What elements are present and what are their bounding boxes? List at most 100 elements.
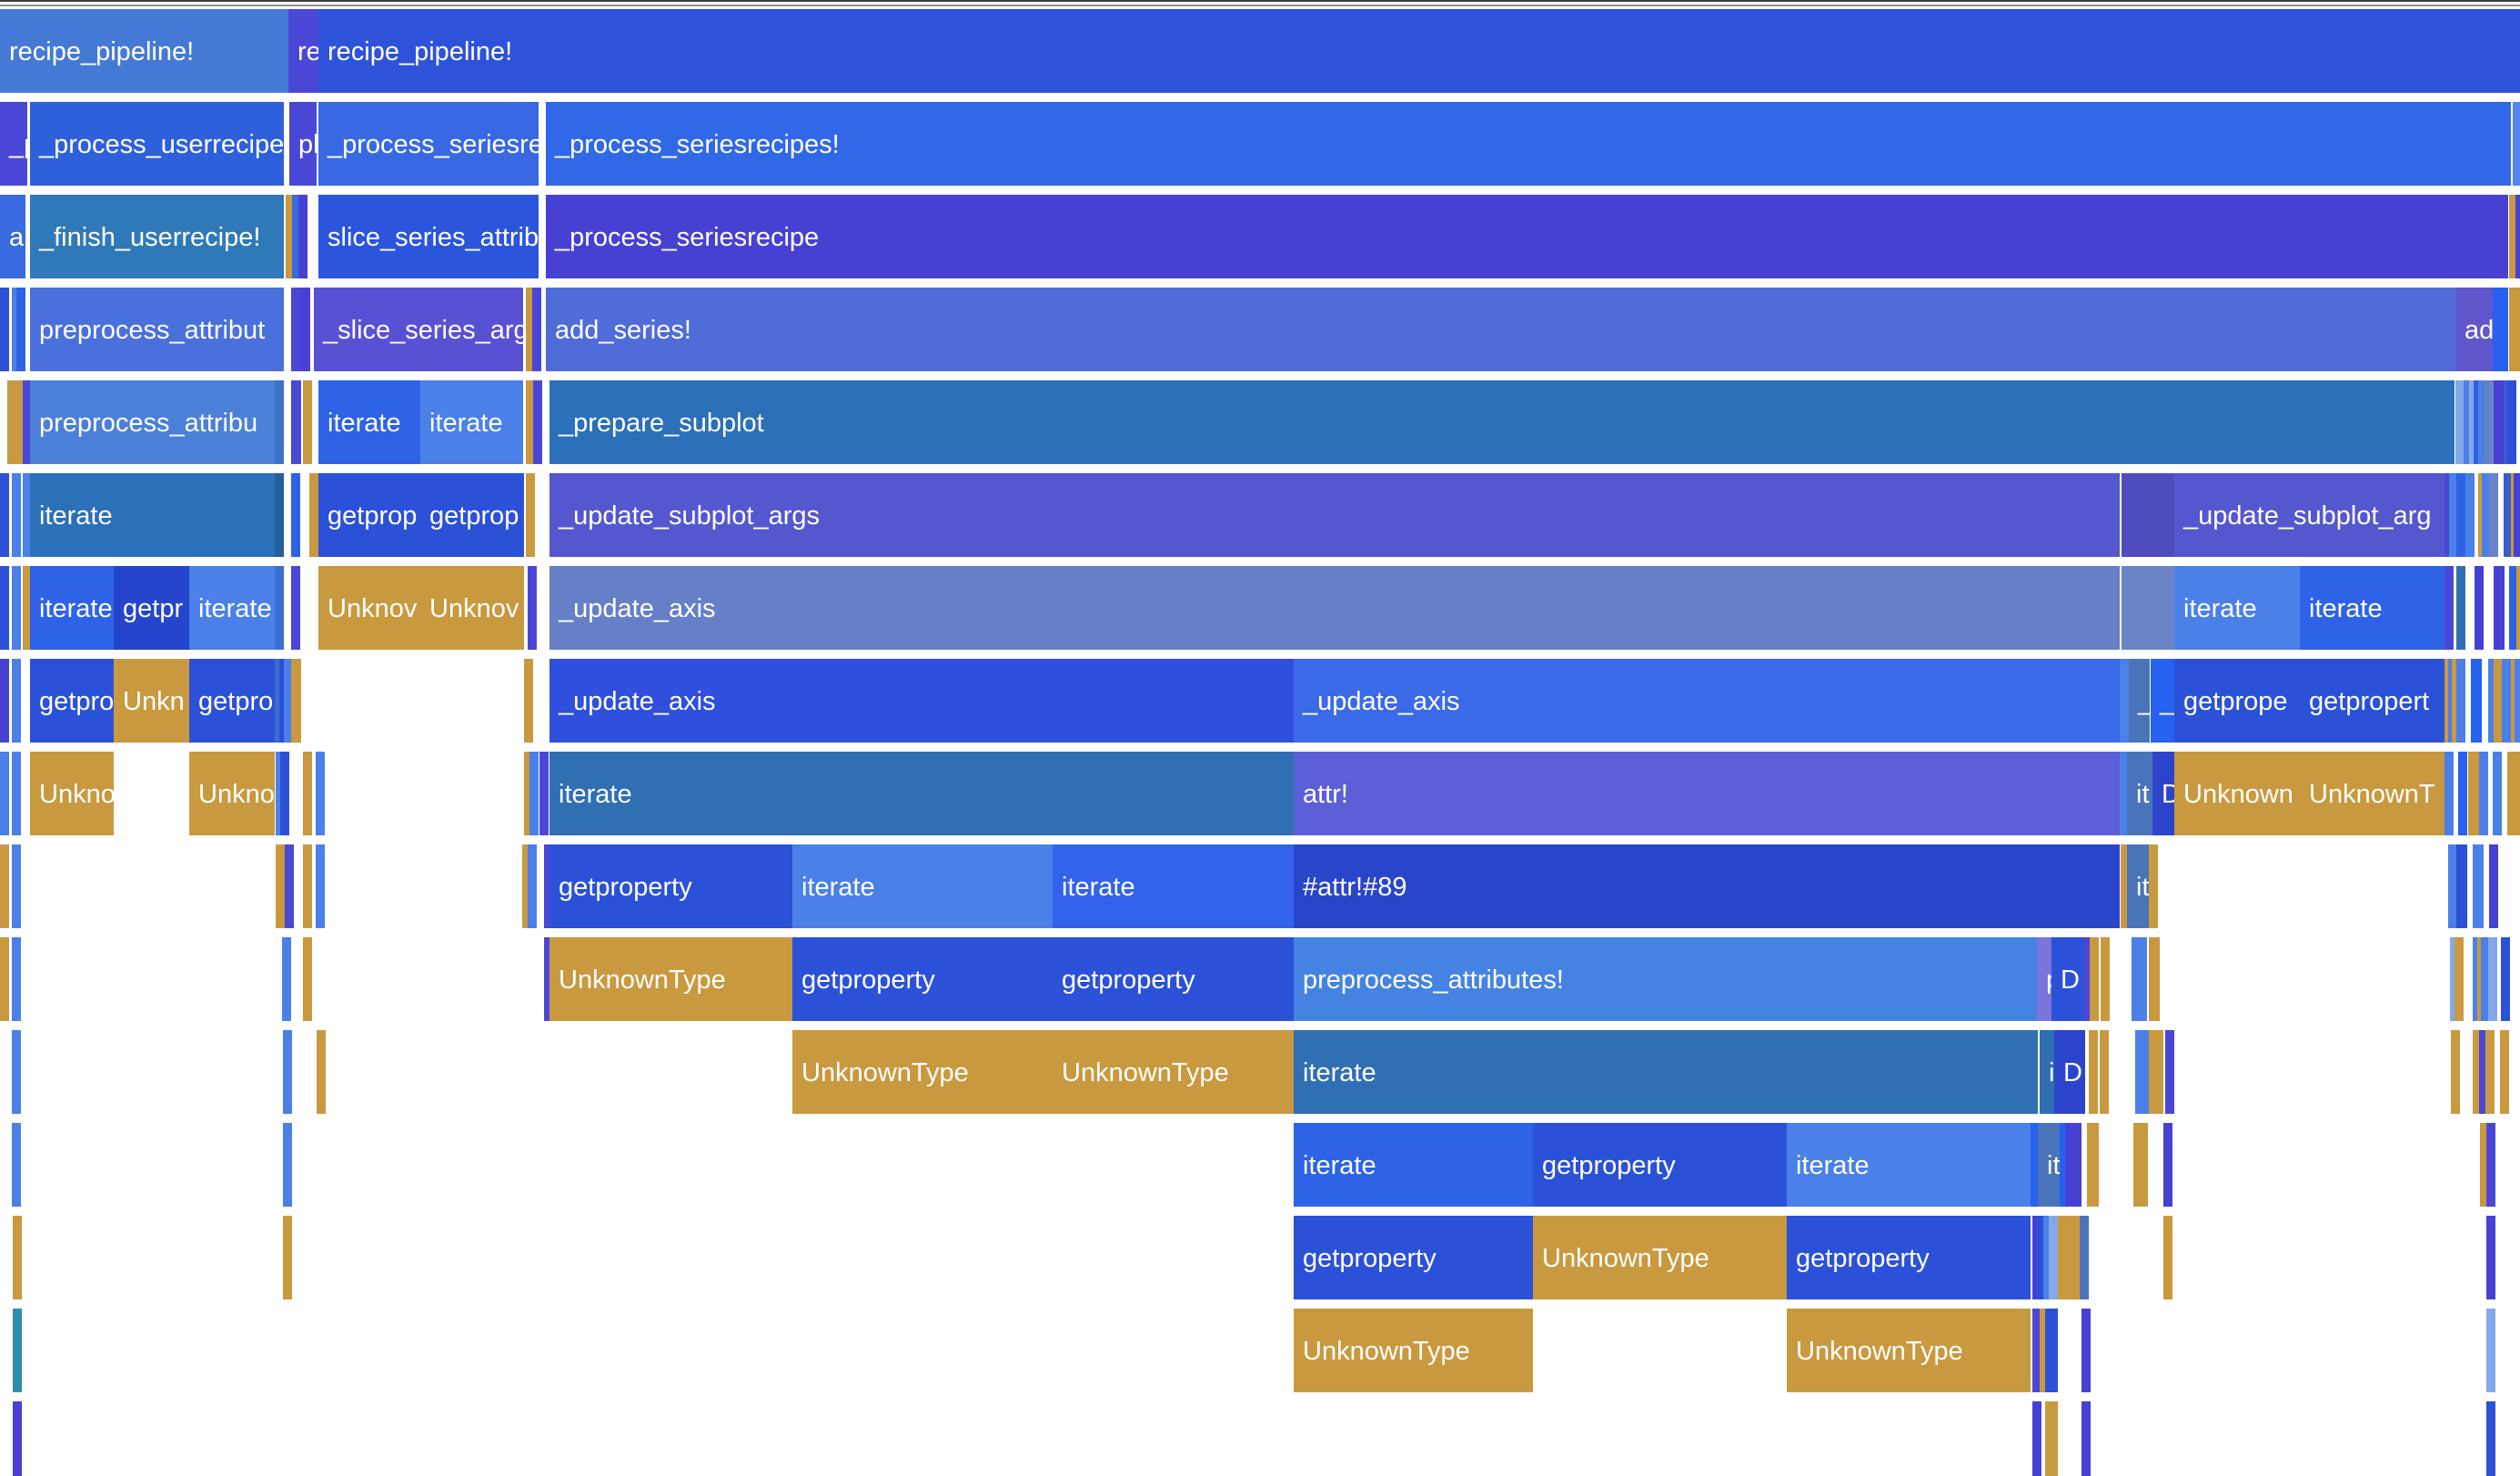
flame-block-p[interactable]: p <box>2037 937 2051 1021</box>
flame-sliver[interactable] <box>2486 1216 2495 1299</box>
flame-block-d[interactable]: D <box>2051 937 2083 1021</box>
flame-block-iterate[interactable]: iterate <box>189 566 275 650</box>
flame-sliver[interactable] <box>2090 937 2099 1021</box>
flame-block-unknownt[interactable]: UnknownT <box>2300 752 2444 835</box>
flame-sliver[interactable] <box>291 659 301 743</box>
flame-sliver[interactable] <box>2149 1030 2163 1114</box>
flame-sliver[interactable] <box>286 195 295 278</box>
flame-block-_prepare_subplot[interactable]: _prepare_subplot <box>549 380 2454 464</box>
flame-sliver[interactable] <box>13 1309 22 1392</box>
flame-block-iterate[interactable]: iterate <box>30 566 114 650</box>
flame-sliver[interactable] <box>275 473 284 557</box>
flame-sliver[interactable] <box>2485 1030 2495 1114</box>
flame-block-it[interactable]: it <box>2040 1030 2054 1114</box>
flame-sliver[interactable] <box>2038 1216 2047 1299</box>
flame-block-iterate[interactable]: iterate <box>2300 566 2444 650</box>
flame-sliver[interactable] <box>2444 752 2454 835</box>
flame-block-iterate[interactable]: iterate <box>318 380 420 464</box>
flame-sliver[interactable] <box>2135 1030 2149 1114</box>
flame-sliver[interactable] <box>0 844 9 928</box>
flame-sliver[interactable] <box>2444 566 2454 650</box>
flame-sliver[interactable] <box>283 1030 292 1114</box>
flame-block-iterate[interactable]: iterate <box>1294 1123 1533 1207</box>
flame-sliver[interactable] <box>544 937 553 1021</box>
flame-sliver[interactable] <box>2481 937 2490 1021</box>
flame-sliver[interactable] <box>2502 659 2511 743</box>
flame-sliver[interactable] <box>2471 659 2482 743</box>
flame-block-getproperty[interactable]: getproperty <box>549 844 792 928</box>
flame-sliver[interactable] <box>2509 195 2518 278</box>
flame-sliver[interactable] <box>2082 1309 2091 1392</box>
flame-sliver[interactable] <box>13 1401 22 1476</box>
flame-sliver[interactable] <box>2089 1030 2098 1114</box>
flame-sliver[interactable] <box>2087 1123 2099 1207</box>
flame-sliver[interactable] <box>2517 288 2520 371</box>
flame-sliver[interactable] <box>291 566 300 650</box>
flame-block-getproperty[interactable]: getproperty <box>1294 1216 1533 1299</box>
flame-sliver[interactable] <box>2165 1030 2174 1114</box>
flame-sliver[interactable] <box>0 473 9 557</box>
flame-sliver[interactable] <box>2516 566 2520 650</box>
flame-sliver[interactable] <box>526 380 535 464</box>
flame-block-_p[interactable]: _p <box>0 102 27 186</box>
flame-sliver[interactable] <box>2049 1216 2058 1299</box>
flame-block-getproperty[interactable]: getproperty <box>792 937 1053 1021</box>
flame-block-iterate[interactable]: iterate <box>792 844 1053 928</box>
flame-sliver[interactable] <box>2509 566 2518 650</box>
flame-sliver[interactable] <box>2473 1030 2482 1114</box>
flame-sliver[interactable] <box>2489 473 2498 557</box>
flame-sliver[interactable] <box>2040 1309 2049 1392</box>
flame-block-unknov[interactable]: Unknov <box>318 566 420 650</box>
flame-sliver[interactable] <box>2475 566 2484 650</box>
flame-sliver[interactable] <box>309 473 318 557</box>
flame-block-iterate[interactable]: iterate <box>2174 566 2300 650</box>
flame-sliver[interactable] <box>2100 1030 2109 1114</box>
flame-sliver[interactable] <box>285 844 294 928</box>
flame-sliver[interactable] <box>522 844 531 928</box>
flame-block-_finish_userrecipe![interactable]: _finish_userrecipe! <box>30 195 284 278</box>
flame-sliver[interactable] <box>2082 1401 2091 1476</box>
flame-sliver[interactable] <box>276 844 285 928</box>
flame-sliver[interactable] <box>532 288 541 371</box>
flame-sliver[interactable] <box>2080 1216 2089 1299</box>
flame-block-_slice_series_arg[interactable]: _slice_series_arg <box>314 288 523 371</box>
flame-sliver[interactable] <box>12 659 21 743</box>
flame-block-attr![interactable]: attr! <box>1294 752 2120 835</box>
flame-block-unkno[interactable]: Unkno <box>189 752 275 835</box>
flame-sliver[interactable] <box>23 380 32 464</box>
flame-sliver[interactable] <box>2465 473 2475 557</box>
flame-sliver[interactable] <box>2083 937 2092 1021</box>
flame-block-unknowntype[interactable]: UnknownType <box>1053 1030 1294 1114</box>
flame-sliver[interactable] <box>2045 1309 2058 1392</box>
flame-sliver[interactable] <box>23 473 32 557</box>
flame-block-preprocess_attribu[interactable]: preprocess_attribu <box>30 380 275 464</box>
flame-sliver[interactable] <box>283 1216 292 1299</box>
flame-block-iterate[interactable]: iterate <box>1053 844 1294 928</box>
flame-block-recipe_pipeline![interactable]: recipe_pipeline! <box>318 9 2520 93</box>
flame-sliver[interactable] <box>291 473 300 557</box>
flame-sliver[interactable] <box>2456 659 2465 743</box>
flame-sliver[interactable] <box>2493 752 2502 835</box>
flame-block-_update_subplot_arg[interactable]: _update_subplot_arg <box>2174 473 2444 557</box>
flame-sliver[interactable] <box>2482 473 2491 557</box>
flame-sliver[interactable] <box>2032 1401 2041 1476</box>
flame-block-unknown[interactable]: Unknown <box>2174 752 2300 835</box>
flame-sliver[interactable] <box>292 195 301 278</box>
flame-block-iterate[interactable]: iterate <box>1787 1123 2031 1207</box>
flame-sliver[interactable] <box>2163 1123 2172 1207</box>
flame-sliver[interactable] <box>2486 1123 2495 1207</box>
flame-sliver[interactable] <box>528 566 537 650</box>
flame-sliver[interactable] <box>2479 1030 2488 1114</box>
flame-sliver[interactable] <box>2449 473 2458 557</box>
flame-sliver[interactable] <box>316 844 325 928</box>
flame-sliver[interactable] <box>303 380 312 464</box>
flame-sliver[interactable] <box>2468 752 2479 835</box>
flame-sliver[interactable] <box>2504 473 2513 557</box>
flame-sliver[interactable] <box>275 380 284 464</box>
flame-sliver[interactable] <box>2031 1123 2040 1207</box>
flame-sliver[interactable] <box>12 566 21 650</box>
flame-sliver[interactable] <box>2122 566 2174 650</box>
flame-sliver[interactable] <box>282 937 291 1021</box>
flame-sliver[interactable] <box>2509 288 2518 371</box>
flame-sliver[interactable] <box>2480 1123 2489 1207</box>
